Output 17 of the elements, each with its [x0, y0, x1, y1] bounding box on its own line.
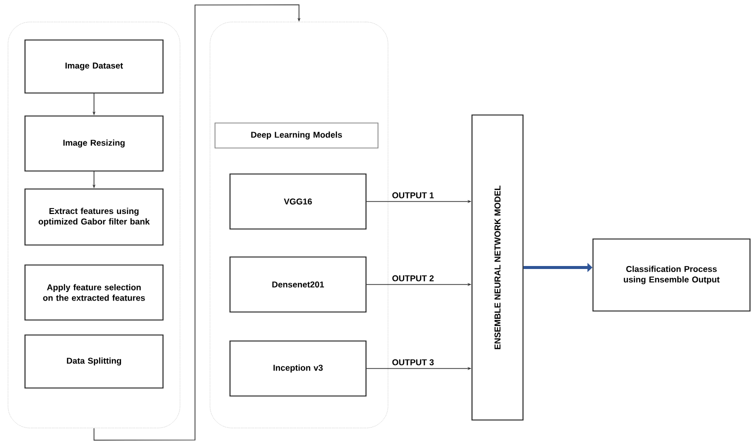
dashed-group-frame [210, 22, 388, 428]
process-box: Extract features using optimized Gabor filter bank [24, 188, 164, 246]
edge-label: OUTPUT 2 [390, 273, 436, 284]
process-box: Image Resizing [24, 115, 164, 172]
process-box: Densenet201 [229, 256, 367, 313]
connector-arrow [94, 4, 301, 441]
process-box: Inception v3 [229, 340, 367, 397]
process-box: Data Splitting [24, 334, 164, 389]
edge-label: OUTPUT 3 [390, 357, 436, 368]
process-box: Classification Process using Ensemble Output [592, 238, 751, 312]
process-box: VGG16 [229, 173, 367, 230]
edge-label: OUTPUT 1 [390, 190, 436, 200]
dashed-group-frame [8, 22, 180, 428]
group-heading-box: Deep Learning Models [214, 122, 378, 148]
ensemble-model-bar: ENSEMBLE NEURAL NETWORK MODEL [471, 114, 524, 421]
process-box: Apply feature selection on the extracted features [24, 264, 164, 321]
process-box: Image Dataset [24, 39, 164, 94]
